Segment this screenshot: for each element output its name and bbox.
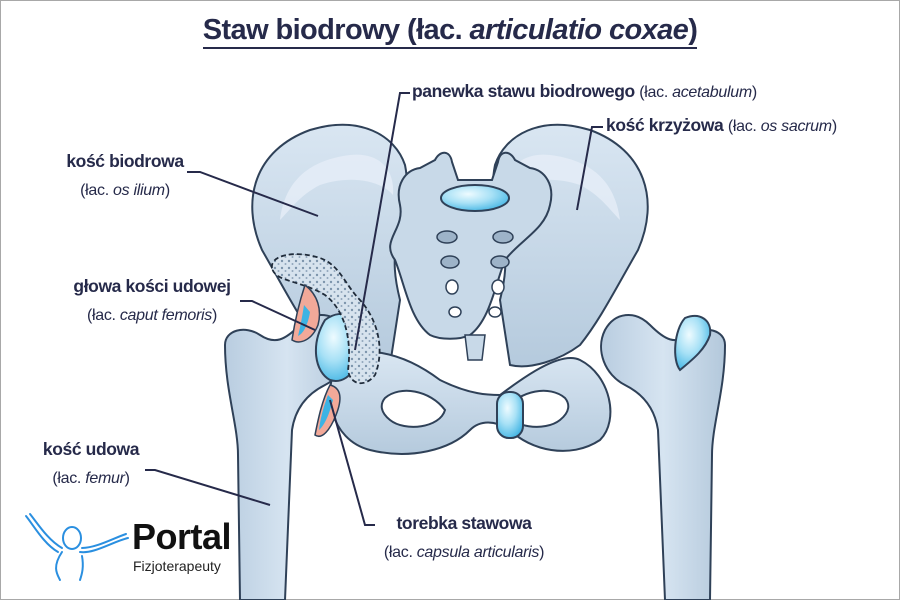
leader-femoral-head [240, 300, 316, 331]
label-acetabulum: panewka stawu biodrowego (łac. acetabulu… [412, 81, 757, 101]
label-ilium: kość biodrowa (łac. os ilium) [66, 151, 184, 199]
logo-wordmark: Portal [132, 516, 232, 557]
leader-sacrum [576, 126, 603, 211]
pubic-region [329, 350, 612, 455]
left-obturator-foramen [380, 389, 447, 428]
coccyx [464, 334, 486, 361]
logo-subtitle: Fizjoterapeuty [133, 558, 221, 574]
right-femur [600, 314, 727, 600]
label-sacrum: kość krzyżowa (łac. os sacrum) [606, 115, 837, 135]
leader-capsule [329, 399, 375, 526]
person-arms-raised-icon [25, 513, 129, 581]
sacrum [389, 151, 553, 361]
sacral-promontory-disc [440, 184, 510, 212]
right-acetabular-cartilage [674, 315, 712, 372]
pubic-symphysis [496, 391, 524, 439]
leader-ilium [187, 171, 319, 217]
portal-fizjoterapeuty-logo: Portal Fizjoterapeuty [22, 512, 252, 582]
label-capsule: torebka stawowa (łac. capsula articulari… [383, 513, 545, 561]
leader-femur [145, 469, 271, 506]
label-femur: kość udowa (łac. femur) [42, 439, 140, 487]
page-title: Staw biodrowy (łac. articulatio coxae) [0, 14, 900, 49]
label-femoral-head: głowa kości udowej (łac. caput femoris) [73, 276, 231, 324]
leader-lines [145, 92, 603, 526]
leader-acetabulum [354, 92, 410, 351]
acetabulum-bone-region [271, 253, 381, 384]
